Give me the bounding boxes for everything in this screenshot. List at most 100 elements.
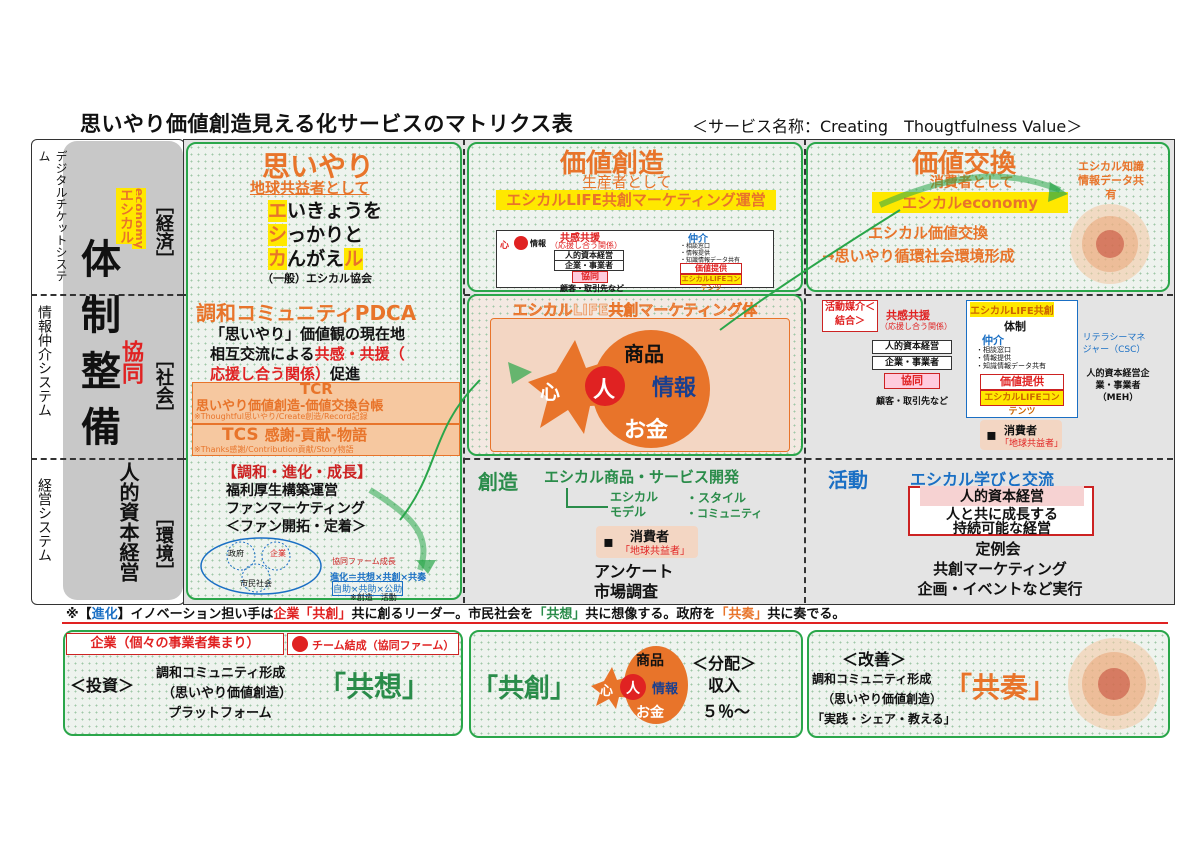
c33-l3: 定例会 (975, 540, 1021, 558)
c31-evo2: 自助×共助×公助 (332, 581, 404, 596)
b2-hito: 人 (626, 681, 640, 697)
system-label-digital: デジタルチケットシステム (37, 150, 68, 282)
c31-line3: ファンマーケティング (226, 501, 365, 517)
c13-band: エシカルeconomy (872, 192, 1068, 213)
b1-t1: 調和コミュニティ形成 (156, 666, 286, 681)
c12-contents: エシカルLIFEコンテンツ (680, 274, 742, 292)
b2-bunpai: ＜分配＞ (692, 654, 757, 673)
b1-t3: プラットフォーム (168, 706, 272, 721)
c12-kyokan-sub: （応援し合う関係） (550, 241, 622, 250)
c22-hito: 人 (593, 378, 616, 403)
c12-kokyaku: 顧客・取引先など (560, 284, 624, 293)
c13-text1: エシカル価値交換 (868, 224, 989, 242)
c31-m3: 市民社会 (240, 579, 272, 588)
c32-style: ・スタイル (686, 491, 747, 505)
c31-venn-diagram (196, 534, 326, 596)
b1-kyoso: 「共想」 (318, 670, 431, 703)
b3-t3: 「実践・シェア・教える」 (812, 712, 956, 726)
b2-okane: お金 (636, 705, 664, 721)
c12-chukai-item-1: ・情報提供 (680, 250, 711, 257)
b1-team: チーム結成（協同ファーム） (312, 639, 455, 652)
red-divider (62, 622, 1168, 624)
consumer-person-icon: ▪ (986, 425, 997, 444)
b3-kaizen: ＜改善＞ (842, 650, 907, 669)
c13-side: エシカル知識情報データ共有 (1078, 160, 1144, 201)
c13-text2: →思いやり循環社会環境形成 (822, 247, 1015, 265)
b2-kyoso: 「共創」 (472, 674, 577, 704)
c33-katsudo: 活動 (828, 468, 868, 492)
c22-kokoro: 心 (540, 380, 560, 404)
c31-line2: 福利厚生構築運営 (226, 483, 338, 499)
c21-tcs: TCS 感謝-貢献-物語 (222, 425, 368, 445)
consumer-person-icon: ▪ (603, 532, 614, 551)
c32-consumer: 消費者 (630, 530, 670, 545)
system-label-info: 情報仲介システム (36, 305, 52, 417)
c33-l1: 人と共に成長する (946, 507, 1058, 523)
b3-t1: 調和コミュニティ形成 (812, 672, 932, 686)
c12-kyokan: 共感共援 (560, 233, 600, 244)
c21-tcr-box (192, 382, 460, 424)
c22-band: エシカルLIFE共創マーケティング体 (512, 301, 758, 320)
c31-line4: ＜ファン開拓・定着＞ (226, 519, 366, 535)
c22-okane: お金 (624, 418, 669, 443)
c12-chukai-item-0: ・相談窓口 (680, 243, 711, 250)
c12-sub: 生産者として (582, 173, 672, 191)
b2-joho: 情報 (652, 682, 679, 697)
c32-q1: アンケート (594, 562, 674, 581)
shakai-label: ［社会］ (153, 350, 174, 422)
system-label-management: 経営システム (36, 478, 52, 562)
c12-mini-joho: 情報 (530, 239, 546, 248)
c32-dev: エシカル商品・サービス開発 (544, 468, 740, 486)
c32-consumer-box (596, 526, 698, 558)
b1-t2: （思いやり価値創造） (162, 686, 293, 701)
c32-comm: ・コミュニティ (686, 507, 763, 520)
c23-kigyo: 企業・事業者 (872, 356, 952, 370)
c23-taisei: 体制 (1004, 320, 1026, 333)
c12-kyodo: 協同 (572, 271, 608, 283)
c12-chukai: 仲介 (688, 234, 708, 245)
c11-line1: エいきょうを (268, 200, 383, 222)
c23-consumer: 消費者 (1004, 424, 1037, 437)
c11-sub: 地球共益者として (250, 179, 370, 197)
c23-consumer-box (980, 420, 1062, 450)
c23-meh: 人的資本経営企業・事業者（MEH） (1086, 369, 1150, 403)
c12-chukai-item-2: ・知識情報データ共有 (680, 257, 741, 264)
c23-kokyaku: 顧客・取引先など (876, 397, 949, 407)
c23-chukai-item-0: ・相談窓口 (976, 346, 1011, 354)
b2-income: 収入 (708, 676, 741, 695)
b3-kyoso: 「共奏」 (944, 671, 1057, 704)
page-title: 思いやり価値創造見える化サービスのマトリクス表 (80, 112, 574, 136)
c32-branch-line (566, 488, 608, 508)
c32-q2: 市場調査 (594, 582, 659, 601)
person-red-icon (292, 636, 308, 652)
c11-line3: カんがえル (268, 248, 364, 270)
c33-l2: 持続可能な経営 (953, 521, 1051, 537)
c21-line2: 相互交流による共感・共援（ (210, 345, 405, 363)
c21-tcr: TCR (300, 380, 333, 398)
c22-shohin: 商品 (624, 342, 664, 366)
c11-line2: シっかりと (268, 224, 364, 246)
jinteki-label: 人的資本経営 (116, 462, 140, 582)
c11-org: （一般）エシカル協会 (262, 272, 372, 285)
c21-tcr-sub: 思いやり価値創造-価値交換台帳 (196, 399, 384, 414)
c12-kachi: 価値提供 (680, 263, 742, 274)
c31-evo: 進化＝共想×共創×共奏 (330, 573, 427, 583)
c23-baikai: 活動媒介＜結合＞ (822, 300, 878, 332)
c31-evo3: ※創造 活動 (350, 593, 397, 602)
b2-star (590, 666, 634, 710)
ethical-label: エシカル (116, 188, 136, 244)
c23-consumer-sub: 「地球共益者」 (1000, 439, 1064, 449)
c33-box-title: 人的資本経営 (920, 486, 1084, 506)
c12-mini-kokoro: 心 (500, 241, 510, 251)
b1-team-box (287, 633, 459, 655)
c31-m2: 企業 (270, 549, 286, 558)
b1-toshi: ＜投資＞ (70, 676, 135, 695)
c32-consumer-sub: 「地球共益者」 (620, 546, 690, 557)
c31-m1: 政府 (228, 549, 244, 558)
c33-manabi: エシカル学びと交流 (910, 470, 1055, 489)
c12-band: エシカルLIFE共創マーケティング運営 (496, 190, 776, 210)
c32-sozo: 創造 (478, 470, 518, 494)
c31-m4: 協同ファーム成長 (332, 557, 396, 566)
c22-person-circle (585, 366, 625, 406)
kankyo-label: ［環境］ (153, 508, 174, 580)
